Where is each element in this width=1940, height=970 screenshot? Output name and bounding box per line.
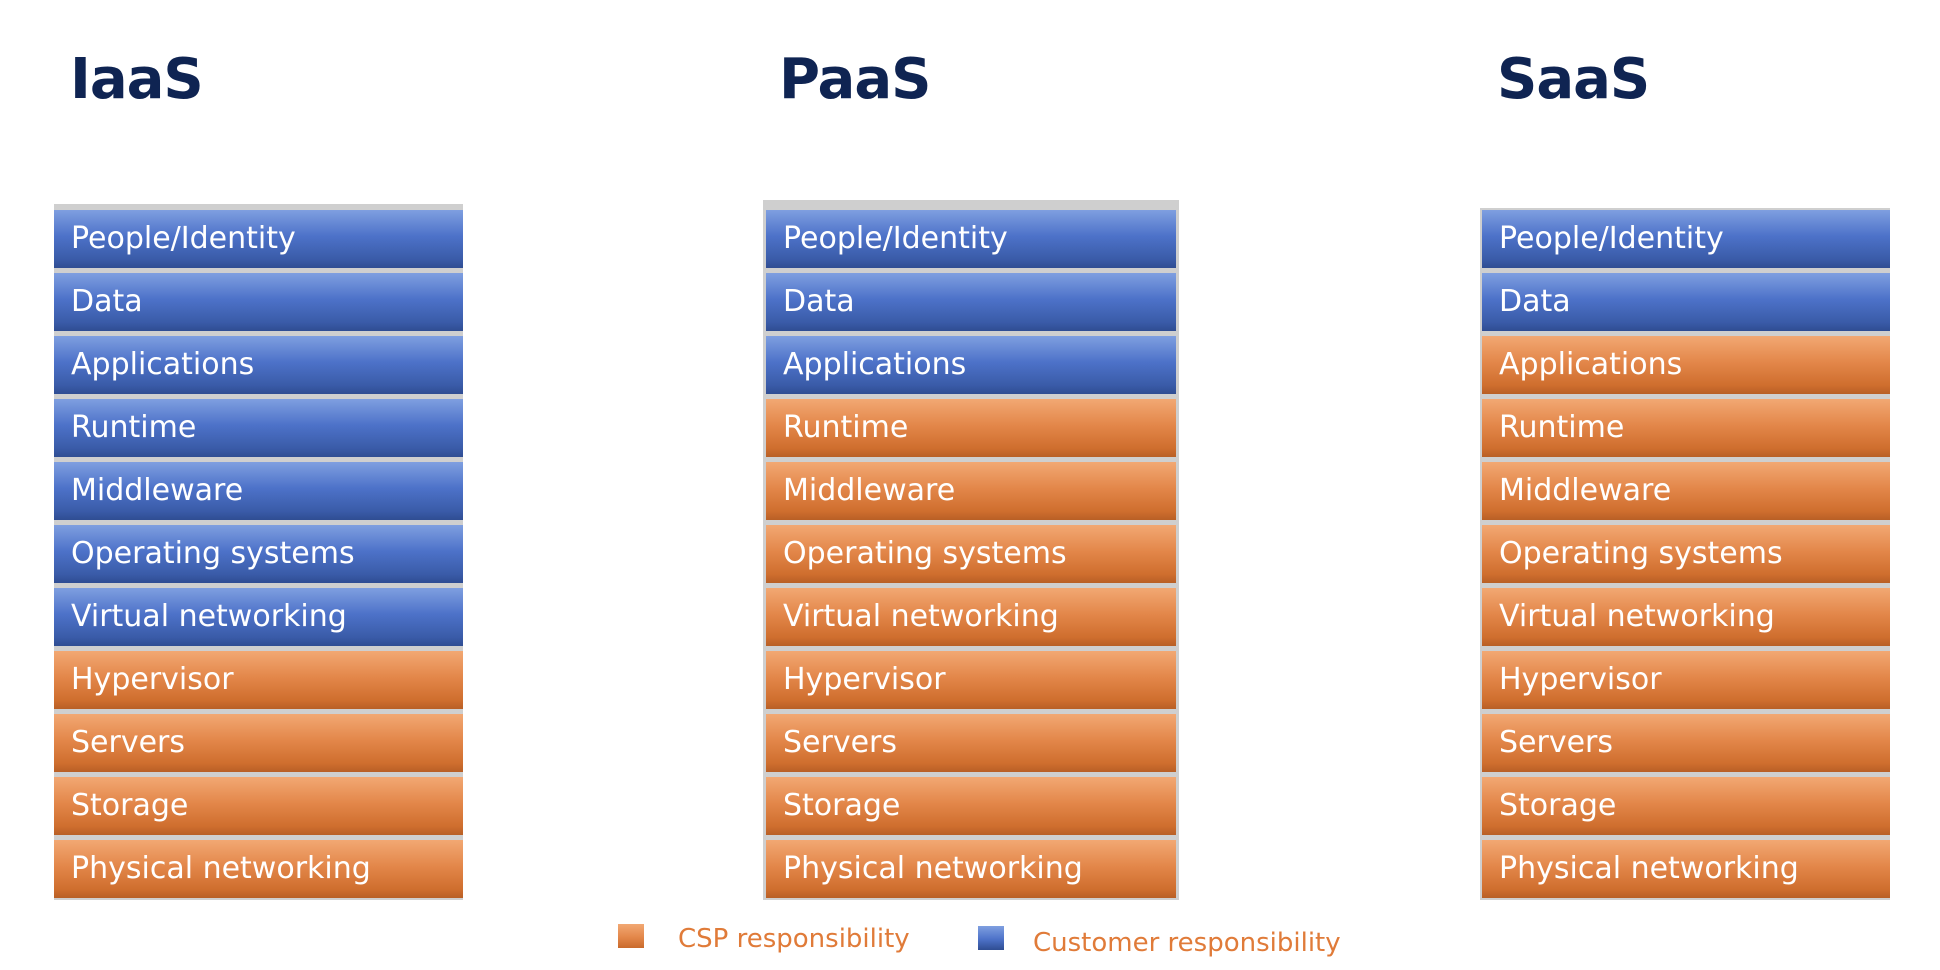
saas-layer-physical-networking: Physical networking [1482, 840, 1890, 898]
saas-layer-people-identity: People/Identity [1482, 210, 1890, 268]
customer-legend-swatch [978, 926, 1004, 950]
iaas-layer-servers: Servers [54, 714, 463, 772]
paas-stack: People/Identity Data Applications Runtim… [763, 200, 1179, 900]
iaas-layer-applications: Applications [54, 336, 463, 394]
iaas-layer-middleware: Middleware [54, 462, 463, 520]
csp-legend-label: CSP responsibility [678, 924, 910, 954]
paas-layer-runtime: Runtime [766, 399, 1176, 457]
iaas-layer-storage: Storage [54, 777, 463, 835]
paas-layer-operating-systems: Operating systems [766, 525, 1176, 583]
paas-layer-people-identity: People/Identity [766, 210, 1176, 268]
iaas-layer-people-identity: People/Identity [54, 210, 463, 268]
saas-layer-hypervisor: Hypervisor [1482, 651, 1890, 709]
iaas-layer-physical-networking: Physical networking [54, 840, 463, 898]
saas-title: SaaS [1497, 47, 1650, 112]
paas-layer-applications: Applications [766, 336, 1176, 394]
iaas-title: IaaS [70, 47, 204, 112]
saas-layer-data: Data [1482, 273, 1890, 331]
csp-legend-swatch [618, 924, 644, 948]
iaas-layer-data: Data [54, 273, 463, 331]
legend: CSP responsibility Customer responsibili… [0, 920, 1940, 960]
customer-legend-label: Customer responsibility [1033, 928, 1341, 958]
paas-layer-storage: Storage [766, 777, 1176, 835]
paas-title: PaaS [779, 47, 931, 112]
saas-stack: People/Identity Data Applications Runtim… [1480, 208, 1890, 900]
saas-layer-storage: Storage [1482, 777, 1890, 835]
iaas-layer-virtual-networking: Virtual networking [54, 588, 463, 646]
saas-layer-runtime: Runtime [1482, 399, 1890, 457]
saas-layer-applications: Applications [1482, 336, 1890, 394]
paas-layer-data: Data [766, 273, 1176, 331]
iaas-stack: People/Identity Data Applications Runtim… [54, 204, 463, 900]
paas-layer-middleware: Middleware [766, 462, 1176, 520]
saas-layer-virtual-networking: Virtual networking [1482, 588, 1890, 646]
saas-layer-operating-systems: Operating systems [1482, 525, 1890, 583]
iaas-layer-runtime: Runtime [54, 399, 463, 457]
saas-layer-middleware: Middleware [1482, 462, 1890, 520]
paas-layer-servers: Servers [766, 714, 1176, 772]
iaas-layer-operating-systems: Operating systems [54, 525, 463, 583]
paas-layer-physical-networking: Physical networking [766, 840, 1176, 898]
paas-layer-virtual-networking: Virtual networking [766, 588, 1176, 646]
paas-layer-hypervisor: Hypervisor [766, 651, 1176, 709]
saas-layer-servers: Servers [1482, 714, 1890, 772]
iaas-layer-hypervisor: Hypervisor [54, 651, 463, 709]
